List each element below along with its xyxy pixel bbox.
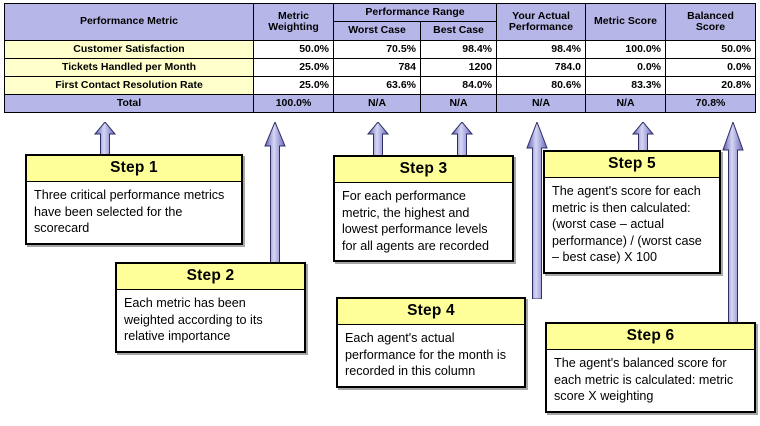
cell-total-actual: N/A [496, 94, 587, 113]
cell-total-worst-case: N/A [333, 94, 421, 113]
cell-metric-score: 100.0% [585, 40, 667, 59]
header-balanced-line2: Score [695, 21, 726, 33]
cell-metric-name: First Contact Resolution Rate [4, 76, 254, 95]
cell-balanced-score: 0.0% [665, 58, 757, 77]
header-best-case: Best Case [419, 21, 498, 41]
step-5-body: The agent's score for each metric is the… [552, 184, 702, 265]
arrow-step-3-best-case [451, 122, 473, 156]
header-your-actual-performance: Your Actual Performance [496, 3, 587, 41]
step-box-3: Step 3 For each performance metric, the … [333, 155, 514, 263]
cell-actual-performance: 80.6% [496, 76, 587, 95]
step-2-title: Step 2 [117, 264, 304, 290]
cell-worst-case: 63.6% [333, 76, 421, 95]
arrow-step-1 [94, 122, 116, 156]
cell-best-case: 98.4% [419, 40, 498, 59]
cell-total-best-case: N/A [419, 94, 498, 113]
table-row: Tickets Handled per Month 25.0% 784 1200… [4, 58, 757, 77]
header-worst-case: Worst Case [333, 21, 421, 41]
cell-total-balanced-score: 70.8% [665, 94, 757, 113]
header-metric-score: Metric Score [585, 3, 667, 41]
header-balanced-line1: Balanced [687, 9, 734, 22]
cell-metric-score: 83.3% [585, 76, 667, 95]
step-box-4: Step 4 Each agent's actual performance f… [336, 297, 526, 388]
header-metric-weighting-line2: Weighting [268, 21, 319, 33]
cell-best-case: 84.0% [419, 76, 498, 95]
arrow-step-4 [526, 122, 548, 299]
cell-total-weighting: 100.0% [253, 94, 334, 113]
arrow-step-3-worst-case [367, 122, 389, 156]
cell-total-label: Total [4, 94, 254, 113]
header-actual-line1: Your Actual [512, 9, 570, 22]
cell-metric-name: Customer Satisfaction [4, 40, 254, 59]
cell-weighting: 25.0% [253, 58, 334, 77]
step-box-6: Step 6 The agent's balanced score for ea… [545, 322, 756, 413]
step-1-body: Three critical performance metrics have … [34, 188, 225, 236]
step-4-title: Step 4 [338, 299, 524, 325]
cell-weighting: 50.0% [253, 40, 334, 59]
arrow-step-5 [632, 122, 654, 152]
step-box-5: Step 5 The agent's score for each metric… [543, 150, 721, 275]
cell-best-case: 1200 [419, 58, 498, 77]
table-total-row: Total 100.0% N/A N/A N/A N/A 70.8% [4, 94, 757, 113]
header-balanced-score: Balanced Score [665, 3, 757, 41]
step-3-title: Step 3 [335, 157, 512, 183]
table-header-row-2: Worst Case Best Case [5, 21, 756, 41]
step-4-body: Each agent's actual performance for the … [345, 331, 506, 379]
step-6-body: The agent's balanced score for each metr… [554, 356, 734, 404]
header-actual-line2: Performance [508, 21, 574, 33]
arrow-step-6 [722, 122, 744, 324]
cell-balanced-score: 20.8% [665, 76, 757, 95]
step-box-2: Step 2 Each metric has been weighted acc… [115, 262, 306, 353]
cell-actual-performance: 784.0 [496, 58, 587, 77]
cell-metric-name: Tickets Handled per Month [4, 58, 254, 77]
cell-balanced-score: 50.0% [665, 40, 757, 59]
header-performance-range: Performance Range [332, 3, 498, 22]
table-header-row-1: Performance Metric Metric Weighting Perf… [4, 3, 757, 41]
cell-actual-performance: 98.4% [496, 40, 587, 59]
cell-weighting: 25.0% [253, 76, 334, 95]
table-row: First Contact Resolution Rate 25.0% 63.6… [4, 76, 757, 95]
balanced-scorecard-table: Performance Metric Metric Weighting Perf… [4, 3, 757, 113]
header-metric-weighting-line1: Metric [278, 9, 309, 22]
arrow-step-2 [264, 122, 286, 264]
table-row: Customer Satisfaction 50.0% 70.5% 98.4% … [4, 40, 757, 59]
header-metric-weighting: Metric Weighting [253, 3, 334, 41]
cell-worst-case: 70.5% [333, 40, 421, 59]
step-6-title: Step 6 [547, 324, 754, 350]
cell-worst-case: 784 [333, 58, 421, 77]
cell-metric-score: 0.0% [585, 58, 667, 77]
step-box-1: Step 1 Three critical performance metric… [25, 154, 243, 245]
header-performance-metric: Performance Metric [4, 3, 254, 41]
step-5-title: Step 5 [545, 152, 719, 178]
step-3-body: For each performance metric, the highest… [342, 189, 490, 253]
cell-total-metric-score: N/A [585, 94, 667, 113]
step-1-title: Step 1 [27, 156, 241, 182]
step-2-body: Each metric has been weighted according … [124, 296, 263, 344]
